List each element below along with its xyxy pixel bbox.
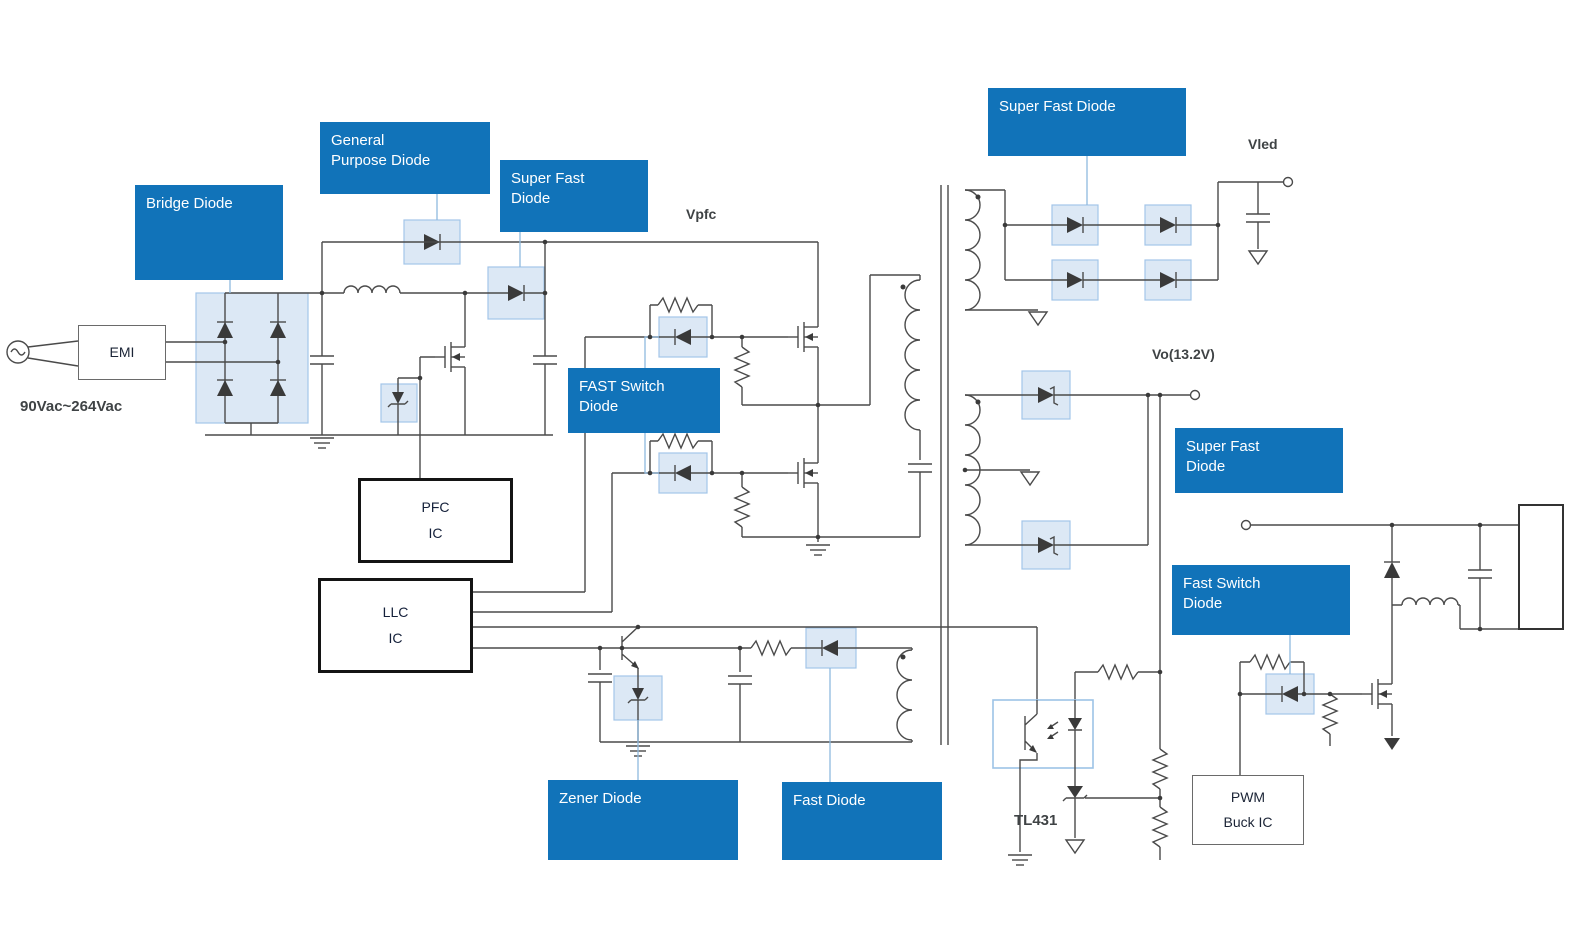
- callout-connector-lines: [229, 156, 1291, 782]
- divider-resistor-icon: [1152, 748, 1168, 790]
- main-output-stage: [965, 386, 1201, 860]
- ground-arrow-icon: [1065, 839, 1085, 854]
- llc-high-mosfet-icon: [787, 312, 819, 362]
- junction-dots: [222, 194, 1483, 801]
- buck-pulldown-resistor-icon: [1322, 693, 1338, 735]
- buck-mosfet-icon: [1361, 669, 1393, 719]
- primary-winding-icon: [904, 279, 921, 431]
- buck-inductor-icon: [1401, 597, 1459, 606]
- tl431-label: TL431: [1014, 812, 1058, 829]
- callout-super-fast-diode-out: Super Fast Diode: [1175, 428, 1343, 493]
- pfc-ic-block: PFC IC: [358, 478, 513, 563]
- buck-stage: [1239, 504, 1564, 775]
- vpfc-label: Vpfc: [686, 206, 717, 222]
- llc-half-bridge: [473, 274, 932, 613]
- vo-label: Vo(13.2V): [1152, 346, 1215, 362]
- ac-input-label: 90Vac~264Vac: [20, 398, 123, 415]
- vled-terminal: [1282, 176, 1294, 188]
- feedback-resistor-icon: [750, 640, 792, 656]
- gate1-pulldown-resistor-icon: [734, 346, 750, 388]
- zener-diode-icon: [632, 688, 644, 700]
- pfc-zener-highlight: [380, 383, 418, 423]
- boost-inductor-icon: [343, 285, 401, 294]
- ground-triangle-icon: [1383, 737, 1401, 751]
- ground-icon: [1007, 854, 1033, 866]
- aux-winding-icon: [896, 649, 913, 741]
- led-secondary-winding-icon: [964, 189, 981, 311]
- callout-bridge-diode: Bridge Diode: [135, 185, 283, 280]
- llc-low-mosfet-icon: [787, 448, 819, 498]
- ground-icon: [805, 544, 831, 556]
- freewheel-diode-icon: [1383, 561, 1401, 579]
- callout-fast-switch-diode-llc: FAST Switch Diode: [568, 368, 720, 433]
- divider-resistor-icon: [1152, 806, 1168, 848]
- opto-tl431-stage: [992, 699, 1160, 866]
- ground-icon: [309, 437, 335, 449]
- transformer: [896, 185, 981, 745]
- optocoupler-icon: [992, 699, 1094, 769]
- led-output-stage: [965, 176, 1294, 326]
- emi-block: EMI: [78, 325, 166, 380]
- feedback-aux-stage: [473, 626, 1038, 757]
- transformer-core-icon: [940, 185, 949, 745]
- load-connector: [1518, 504, 1564, 630]
- opto-led-resistor-icon: [1097, 664, 1139, 680]
- bridge-rectifier-highlight: [195, 292, 309, 424]
- gate2-pulldown-resistor-icon: [734, 486, 750, 528]
- callout-general-purpose-diode: General Purpose Diode: [320, 122, 490, 194]
- callout-super-fast-diode-led: Super Fast Diode: [988, 88, 1186, 156]
- tl431-icon: [1067, 786, 1083, 798]
- buck-input-terminal: [1240, 519, 1252, 531]
- pfc-mosfet-icon: [434, 332, 466, 382]
- callout-zener-diode: Zener Diode: [548, 780, 738, 860]
- buck-gate-resistor-icon: [1249, 654, 1291, 670]
- gate1-resistor-icon: [657, 297, 699, 313]
- vo-terminal: [1189, 389, 1201, 401]
- pfc-stage: [310, 233, 819, 478]
- vled-label: Vled: [1248, 136, 1278, 152]
- ground-arrow-icon: [1248, 250, 1268, 265]
- wires-and-symbols: [6, 176, 1564, 866]
- callout-fast-switch-diode-buck: Fast Switch Diode: [1172, 565, 1350, 635]
- gate2-resistor-icon: [657, 433, 699, 449]
- ac-input-stage: [6, 292, 553, 449]
- ground-arrow-icon: [1028, 311, 1048, 326]
- pwm-buck-ic-block: PWM Buck IC: [1192, 775, 1304, 845]
- llc-ic-block: LLC IC: [318, 578, 473, 673]
- ac-source-icon: [6, 340, 30, 364]
- callout-fast-diode: Fast Diode: [782, 782, 942, 860]
- ground-arrow-icon: [1020, 471, 1040, 486]
- callout-super-fast-diode-pfc: Super Fast Diode: [500, 160, 648, 232]
